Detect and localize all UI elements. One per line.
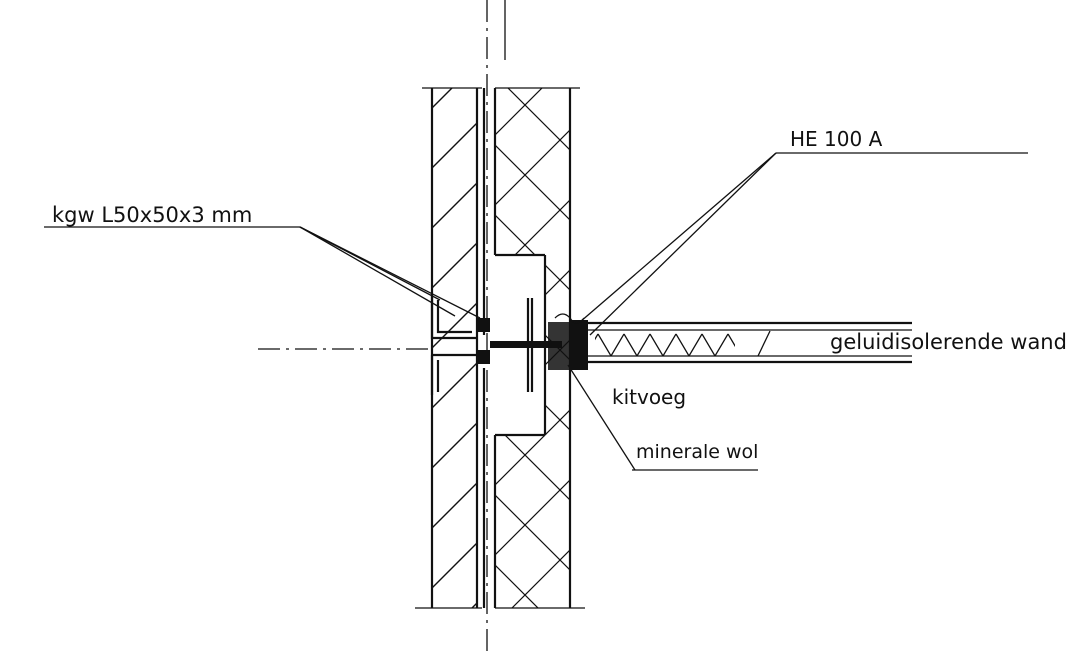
partition-label: geluidisolerende wand bbox=[830, 330, 1067, 354]
sound-insulating-partition bbox=[588, 321, 912, 364]
leader-lines bbox=[44, 152, 1028, 471]
steel-angle-profiles bbox=[430, 295, 490, 395]
he-beam bbox=[490, 298, 570, 392]
sealant-joint bbox=[554, 313, 588, 370]
beam-label: HE 100 A bbox=[790, 127, 883, 151]
right-wall-panel bbox=[493, 87, 585, 609]
insulation-label: minerale wol bbox=[636, 441, 758, 463]
left-wall-panel bbox=[415, 87, 482, 609]
angle-profile-label: kgw L50x50x3 mm bbox=[52, 203, 252, 227]
sealant-label: kitvoeg bbox=[612, 385, 686, 409]
